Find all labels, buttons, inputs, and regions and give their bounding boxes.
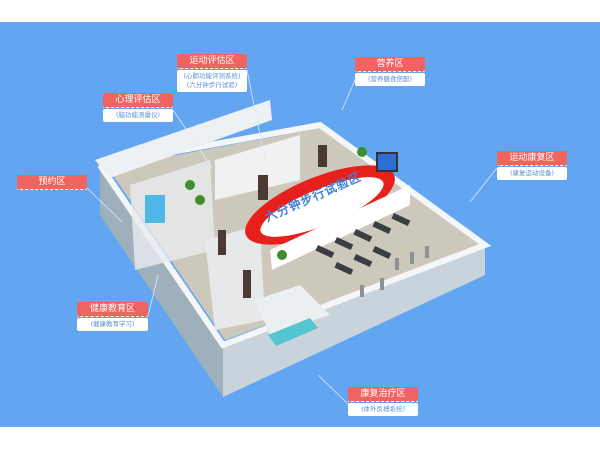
track-inner — [260, 177, 384, 237]
treadmills — [315, 213, 411, 276]
zone-details-exercise-assessment: (心肺功能评测系统) (六分钟步行试验) — [177, 70, 247, 92]
door — [318, 145, 327, 167]
zone-detail: (体外反搏系统) — [360, 405, 406, 413]
zone-details-exercise-rehab: (康复运动设备) — [497, 167, 567, 180]
zone-tag-rehab-therapy: 康复治疗区 — [348, 387, 418, 402]
outer-wall-front — [223, 245, 485, 397]
zone-details-rehab-therapy: (体外反搏系统) — [348, 403, 418, 416]
track-wall — [270, 185, 410, 270]
therapy-bed — [268, 318, 318, 346]
reception-desk — [145, 195, 165, 223]
plants — [185, 147, 367, 260]
zone-detail: (营养膳食搭配) — [367, 75, 413, 83]
zone-detail: (心肺功能评测系统) — [183, 72, 241, 80]
partition — [255, 285, 330, 335]
room-walls — [215, 135, 300, 200]
zone-details-nutrition: (营养膳食搭配) — [355, 73, 425, 86]
zone-details-psych-assessment: (脑功能测量仪) — [103, 109, 173, 122]
zone-tag-nutrition: 营养区 — [355, 57, 425, 72]
bikes — [360, 246, 429, 297]
zone-detail: (六分钟步行试验) — [186, 81, 238, 89]
door — [258, 175, 268, 200]
zone-tag-health-education: 健康教育区 — [77, 302, 148, 317]
zone-tag-exercise-rehab: 运动康复区 — [497, 151, 567, 166]
tv-screen — [376, 152, 398, 172]
zone-detail: (脑功能测量仪) — [115, 111, 161, 119]
zone-tag-exercise-assessment: 运动评估区 — [177, 54, 247, 69]
leader-lines — [86, 69, 498, 405]
zone-tag-psych-assessment: 心理评估区 — [103, 93, 173, 108]
wall-top — [97, 121, 492, 349]
back-wall — [95, 100, 272, 178]
zone-details-health-education: (健康教育学习) — [77, 318, 148, 331]
door — [243, 270, 251, 298]
zone-detail: (健康教育学习) — [90, 320, 135, 328]
outer-wall-left — [100, 165, 223, 397]
zone-tag-appointment: 预约区 — [17, 175, 87, 190]
zone-detail: (康复运动设备) — [509, 169, 555, 177]
door — [218, 230, 226, 255]
